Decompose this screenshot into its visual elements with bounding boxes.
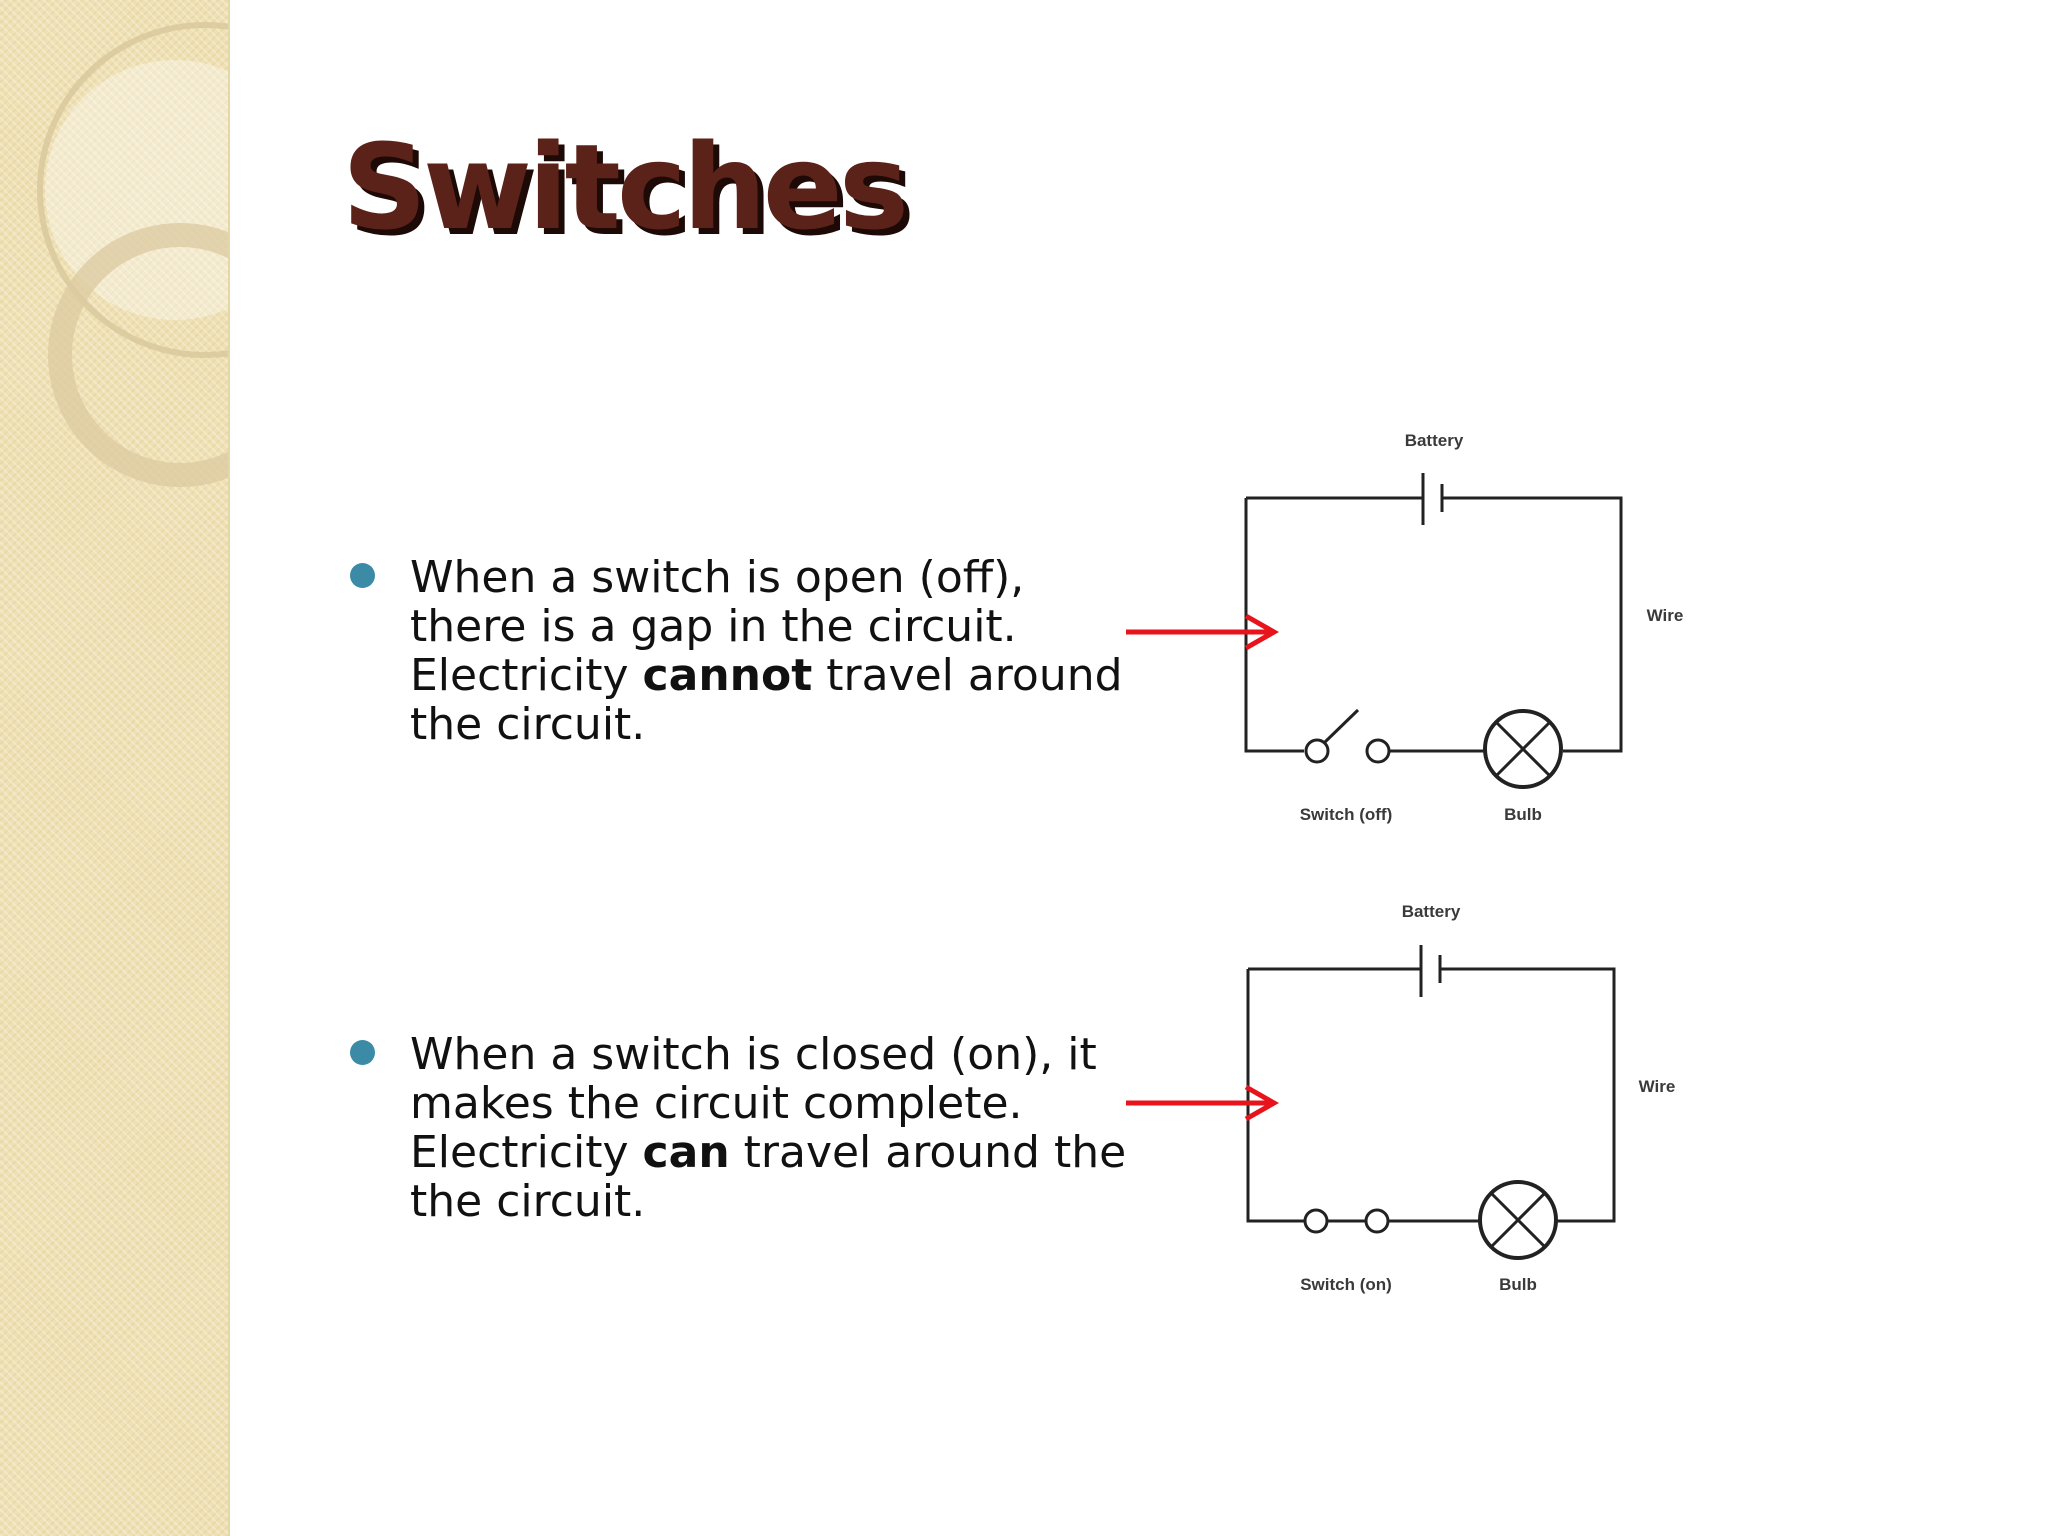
battery-label: Battery	[1402, 902, 1461, 921]
bullet-text-part: When a switch is closed (on), it makes t…	[410, 1029, 1097, 1178]
bulb-label: Bulb	[1504, 805, 1542, 824]
slide-title: Switches	[342, 118, 909, 256]
decorative-rings	[37, 22, 228, 487]
bullet-emphasis: cannot	[642, 650, 813, 701]
red-arrow-icon	[1126, 613, 1280, 651]
bullet-text: When a switch is open (off), there is a …	[410, 553, 1140, 749]
bulb-filament	[1489, 1191, 1547, 1249]
bulb-filament	[1494, 720, 1552, 778]
switch-contact	[1304, 738, 1330, 764]
switch-contact	[1303, 1208, 1329, 1234]
switch-label: Switch (off)	[1300, 805, 1393, 824]
switch-lever	[1323, 708, 1360, 744]
wire-label: Wire	[1647, 606, 1684, 625]
wire	[1244, 496, 1623, 753]
bullet-dot-icon	[350, 563, 375, 588]
bullet-text-part: When a switch is open (off), there is a …	[410, 552, 1025, 701]
decorative-side-band	[0, 0, 230, 1536]
bullet-item-open-switch: When a switch is open (off), there is a …	[350, 553, 1140, 749]
circuit-diagram-closed: Battery Wire Switch (on) Bulb	[1246, 902, 1676, 1294]
red-arrow-icon	[1126, 1084, 1280, 1122]
bullet-text-part: travel around the the circuit.	[410, 1127, 1127, 1227]
switch-contact	[1365, 738, 1391, 764]
bullet-emphasis: can	[642, 1127, 730, 1178]
battery-label: Battery	[1405, 431, 1464, 450]
circuit-diagram-open: Battery Wire Switch (off) Bulb	[1244, 431, 1684, 824]
bullet-text-part: travel around the circuit.	[410, 650, 1123, 750]
wire	[1246, 967, 1616, 1223]
bullet-dot-icon	[350, 1040, 375, 1065]
wire-label: Wire	[1639, 1077, 1676, 1096]
switch-label: Switch (on)	[1300, 1275, 1392, 1294]
bullet-text: When a switch is closed (on), it makes t…	[410, 1030, 1140, 1226]
switch-contact	[1364, 1208, 1390, 1234]
bullet-item-closed-switch: When a switch is closed (on), it makes t…	[350, 1030, 1140, 1226]
bulb-label: Bulb	[1499, 1275, 1537, 1294]
